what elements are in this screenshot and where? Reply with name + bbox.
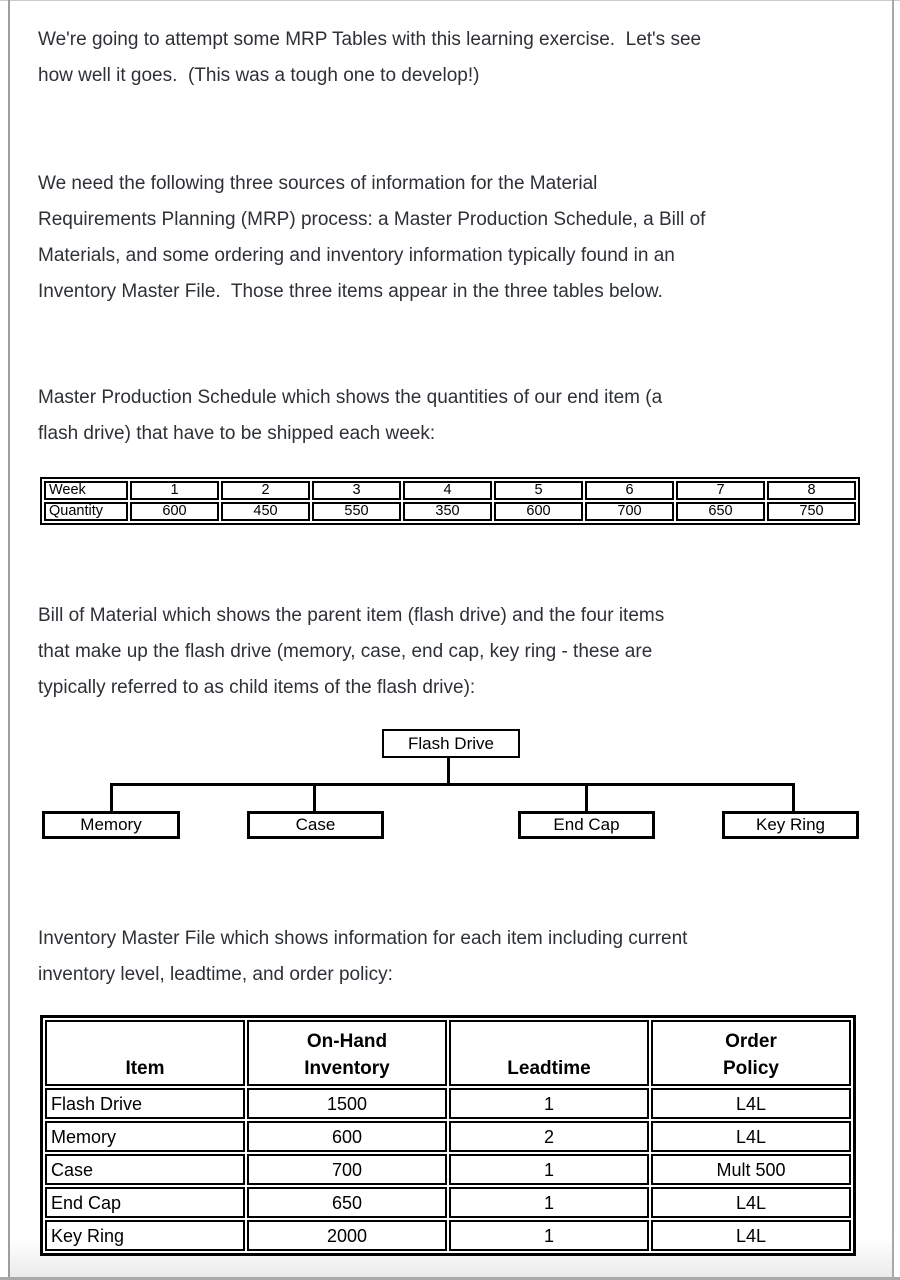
paragraph-line: how well it goes. (This was a tough one … [38,65,480,86]
mps-quantity-cell: 600 [130,502,219,521]
imf-order-policy-cell: L4L [651,1187,851,1218]
imf-row-flash-drive: Flash Drive 1500 1 L4L [45,1088,851,1119]
page-left-border [8,0,10,1280]
paragraph-line: We're going to attempt some MRP Tables w… [38,29,702,50]
imf-row-key-ring: Key Ring 2000 1 L4L [45,1220,851,1251]
mps-week-cell: 3 [312,481,401,500]
page-content: We're going to attempt some MRP Tables w… [10,1,892,1279]
imf-item-cell: Case [45,1154,245,1185]
mps-week-cell: 4 [403,481,492,500]
mps-quantity-row: Quantity 600 450 550 350 600 700 650 750 [44,502,856,521]
mps-quantity-cell: 550 [312,502,401,521]
imf-header-item: Item [45,1020,245,1086]
bom-node-flash-drive: Flash Drive [382,729,520,758]
mps-week-row: Week 1 2 3 4 5 6 7 8 [44,481,856,500]
bom-caption: Bill of Material which shows the parent … [38,598,664,706]
imf-caption: Inventory Master File which shows inform… [38,921,687,993]
mps-week-cell: 6 [585,481,674,500]
page-top-border [0,0,900,1]
paragraph-line: We need the following three sources of i… [38,173,598,194]
paragraph-line: that make up the flash drive (memory, ca… [38,641,653,662]
bom-connector-stem [447,758,450,786]
bom-connector-drop [585,783,588,811]
mps-quantity-cell: 750 [767,502,856,521]
paragraph-line: inventory level, leadtime, and order pol… [38,964,393,985]
sources-paragraph: We need the following three sources of i… [38,166,705,310]
imf-inventory-cell: 2000 [247,1220,447,1251]
mps-week-cell: 8 [767,481,856,500]
intro-paragraph: We're going to attempt some MRP Tables w… [38,22,701,94]
bom-connector-drop [313,783,316,811]
paragraph-line: Inventory Master File which shows inform… [38,928,688,949]
bom-node-end-cap: End Cap [518,811,655,839]
imf-order-policy-cell: L4L [651,1088,851,1119]
mps-quantity-cell: 450 [221,502,310,521]
mps-week-cell: 2 [221,481,310,500]
imf-order-policy-cell: L4L [651,1220,851,1251]
imf-leadtime-cell: 1 [449,1220,649,1251]
imf-leadtime-cell: 2 [449,1121,649,1152]
imf-row-memory: Memory 600 2 L4L [45,1121,851,1152]
mps-row-label: Quantity [44,502,128,521]
imf-inventory-cell: 650 [247,1187,447,1218]
bom-node-case: Case [247,811,384,839]
imf-table: Item On-Hand Inventory Leadtime Order Po… [40,1015,856,1256]
imf-leadtime-cell: 1 [449,1154,649,1185]
imf-item-cell: Memory [45,1121,245,1152]
mps-quantity-cell: 600 [494,502,583,521]
imf-order-policy-cell: Mult 500 [651,1154,851,1185]
mps-quantity-cell: 650 [676,502,765,521]
paragraph-line: Bill of Material which shows the parent … [38,605,665,626]
imf-item-cell: End Cap [45,1187,245,1218]
imf-inventory-cell: 1500 [247,1088,447,1119]
imf-row-case: Case 700 1 Mult 500 [45,1154,851,1185]
page-bottom-bar [0,1277,900,1280]
page-right-border [892,0,894,1280]
imf-row-end-cap: End Cap 650 1 L4L [45,1187,851,1218]
paragraph-line: Materials, and some ordering and invento… [38,245,675,266]
mps-quantity-cell: 700 [585,502,674,521]
bom-node-key-ring: Key Ring [722,811,859,839]
mps-week-cell: 5 [494,481,583,500]
mps-quantity-cell: 350 [403,502,492,521]
mps-table: Week 1 2 3 4 5 6 7 8 Quantity 600 450 55… [40,477,860,525]
imf-leadtime-cell: 1 [449,1088,649,1119]
imf-header-order-policy: Order Policy [651,1020,851,1086]
paragraph-line: flash drive) that have to be shipped eac… [38,423,436,444]
imf-item-cell: Key Ring [45,1220,245,1251]
imf-inventory-cell: 600 [247,1121,447,1152]
imf-header-on-hand-inventory: On-Hand Inventory [247,1020,447,1086]
imf-leadtime-cell: 1 [449,1187,649,1218]
mps-row-label: Week [44,481,128,500]
mps-caption: Master Production Schedule which shows t… [38,380,662,452]
bom-connector-bus [110,783,795,786]
paragraph-line: Master Production Schedule which shows t… [38,387,663,408]
mps-week-cell: 1 [130,481,219,500]
paragraph-line: typically referred to as child items of … [38,677,476,698]
paragraph-line: Requirements Planning (MRP) process: a M… [38,209,706,230]
mps-week-cell: 7 [676,481,765,500]
imf-item-cell: Flash Drive [45,1088,245,1119]
imf-order-policy-cell: L4L [651,1121,851,1152]
bom-diagram: Flash Drive Memory Case End Cap Key Ring [10,729,892,843]
imf-inventory-cell: 700 [247,1154,447,1185]
imf-header-leadtime: Leadtime [449,1020,649,1086]
bom-connector-drop [110,783,113,811]
bom-node-memory: Memory [42,811,180,839]
paragraph-line: Inventory Master File. Those three items… [38,281,663,302]
bom-connector-drop [792,783,795,811]
imf-header-row: Item On-Hand Inventory Leadtime Order Po… [45,1020,851,1086]
